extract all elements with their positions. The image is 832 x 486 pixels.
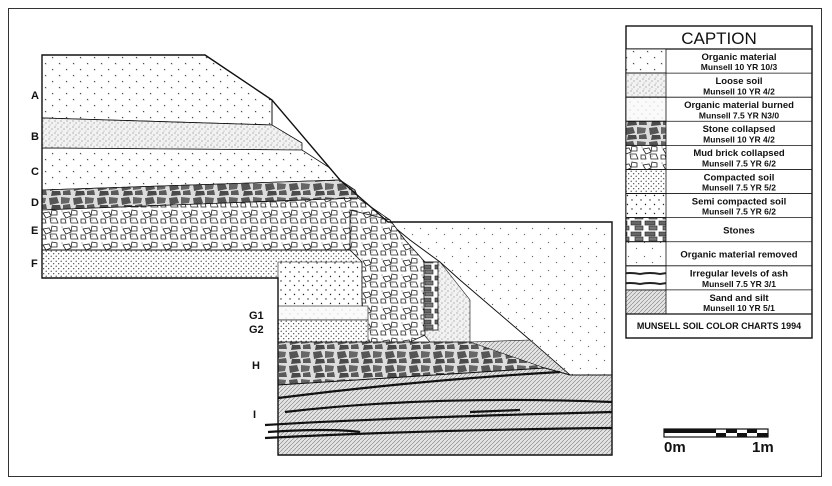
stone-wall-fill	[423, 261, 439, 331]
legend-swatch-stones	[625, 217, 667, 243]
layer-label-f: F	[31, 258, 38, 270]
legend-munsell-mudbrick: Munsell 7.5 YR 6/2	[702, 159, 776, 169]
semi-column-fill	[277, 261, 363, 311]
layer-label-h: H	[252, 360, 260, 372]
layer-label-g1: G1	[249, 310, 264, 322]
legend-swatch-loose	[625, 72, 667, 98]
caption-footer: MUNSELL SOIL COLOR CHARTS 1994	[637, 321, 801, 331]
layer-label-b: B	[31, 131, 39, 143]
legend-label-loose: Loose soil	[716, 76, 763, 87]
legend-label-stones: Stones	[723, 225, 755, 236]
legend-munsell-burned: Munsell 7.5 YR N3/0	[699, 110, 779, 120]
legend-label-stone: Stone collapsed	[703, 124, 776, 135]
legend-label-removed: Organic material removed	[680, 249, 797, 260]
legend-munsell-loose: Munsell 10 YR 4/2	[703, 86, 775, 96]
legend-swatch-mudbrick	[625, 144, 667, 170]
ash-lines	[264, 370, 613, 440]
layer-label-d: D	[31, 197, 39, 209]
legend-swatch-removed	[625, 241, 667, 267]
legend-swatch-sand	[625, 289, 667, 315]
legend-label-ash: Irregular levels of ash	[690, 269, 788, 280]
layer-label-a: A	[31, 90, 39, 102]
layer-label-g2: G2	[249, 324, 264, 336]
legend-label-semi: Semi compacted soil	[692, 196, 787, 207]
legend-swatch-ash	[625, 265, 667, 291]
layer-a-fill	[41, 54, 273, 126]
legend-label-organic: Organic material	[702, 52, 777, 63]
layer-g1-fill	[277, 305, 369, 321]
legend-label-burned: Organic material burned	[684, 100, 794, 111]
legend-label-compacted: Compacted soil	[704, 172, 775, 183]
legend-munsell-ash: Munsell 7.5 YR 3/1	[702, 279, 776, 289]
legend-swatch-burned	[625, 96, 667, 122]
section-outline	[41, 54, 613, 456]
legend-label-sand: Sand and silt	[709, 293, 769, 304]
layer-label-i: I	[253, 409, 256, 421]
legend-munsell-stone: Munsell 10 YR 4/2	[703, 134, 775, 144]
scale-end-label: 1m	[752, 439, 774, 456]
legend-swatch-stone	[625, 120, 667, 146]
caption-title: CAPTION	[681, 29, 757, 48]
scale-start-label: 0m	[664, 439, 686, 456]
scale-bar: 0m 1m	[663, 428, 774, 456]
layer-label-c: C	[31, 166, 39, 178]
legend-swatch-semi	[625, 193, 667, 219]
legend-munsell-sand: Munsell 10 YR 5/1	[703, 303, 775, 313]
legend-swatch-compacted	[625, 169, 667, 194]
legend-swatch-organic	[625, 48, 667, 74]
layer-label-e: E	[31, 225, 38, 237]
legend-munsell-semi: Munsell 7.5 YR 6/2	[702, 207, 776, 217]
legend-label-mudbrick: Mud brick collapsed	[693, 148, 785, 159]
layer-g2-fill	[277, 319, 369, 343]
figure-frame	[8, 8, 822, 477]
legend-munsell-organic: Munsell 10 YR 10/3	[701, 62, 778, 72]
legend-munsell-compacted: Munsell 7.5 YR 5/2	[702, 183, 776, 193]
